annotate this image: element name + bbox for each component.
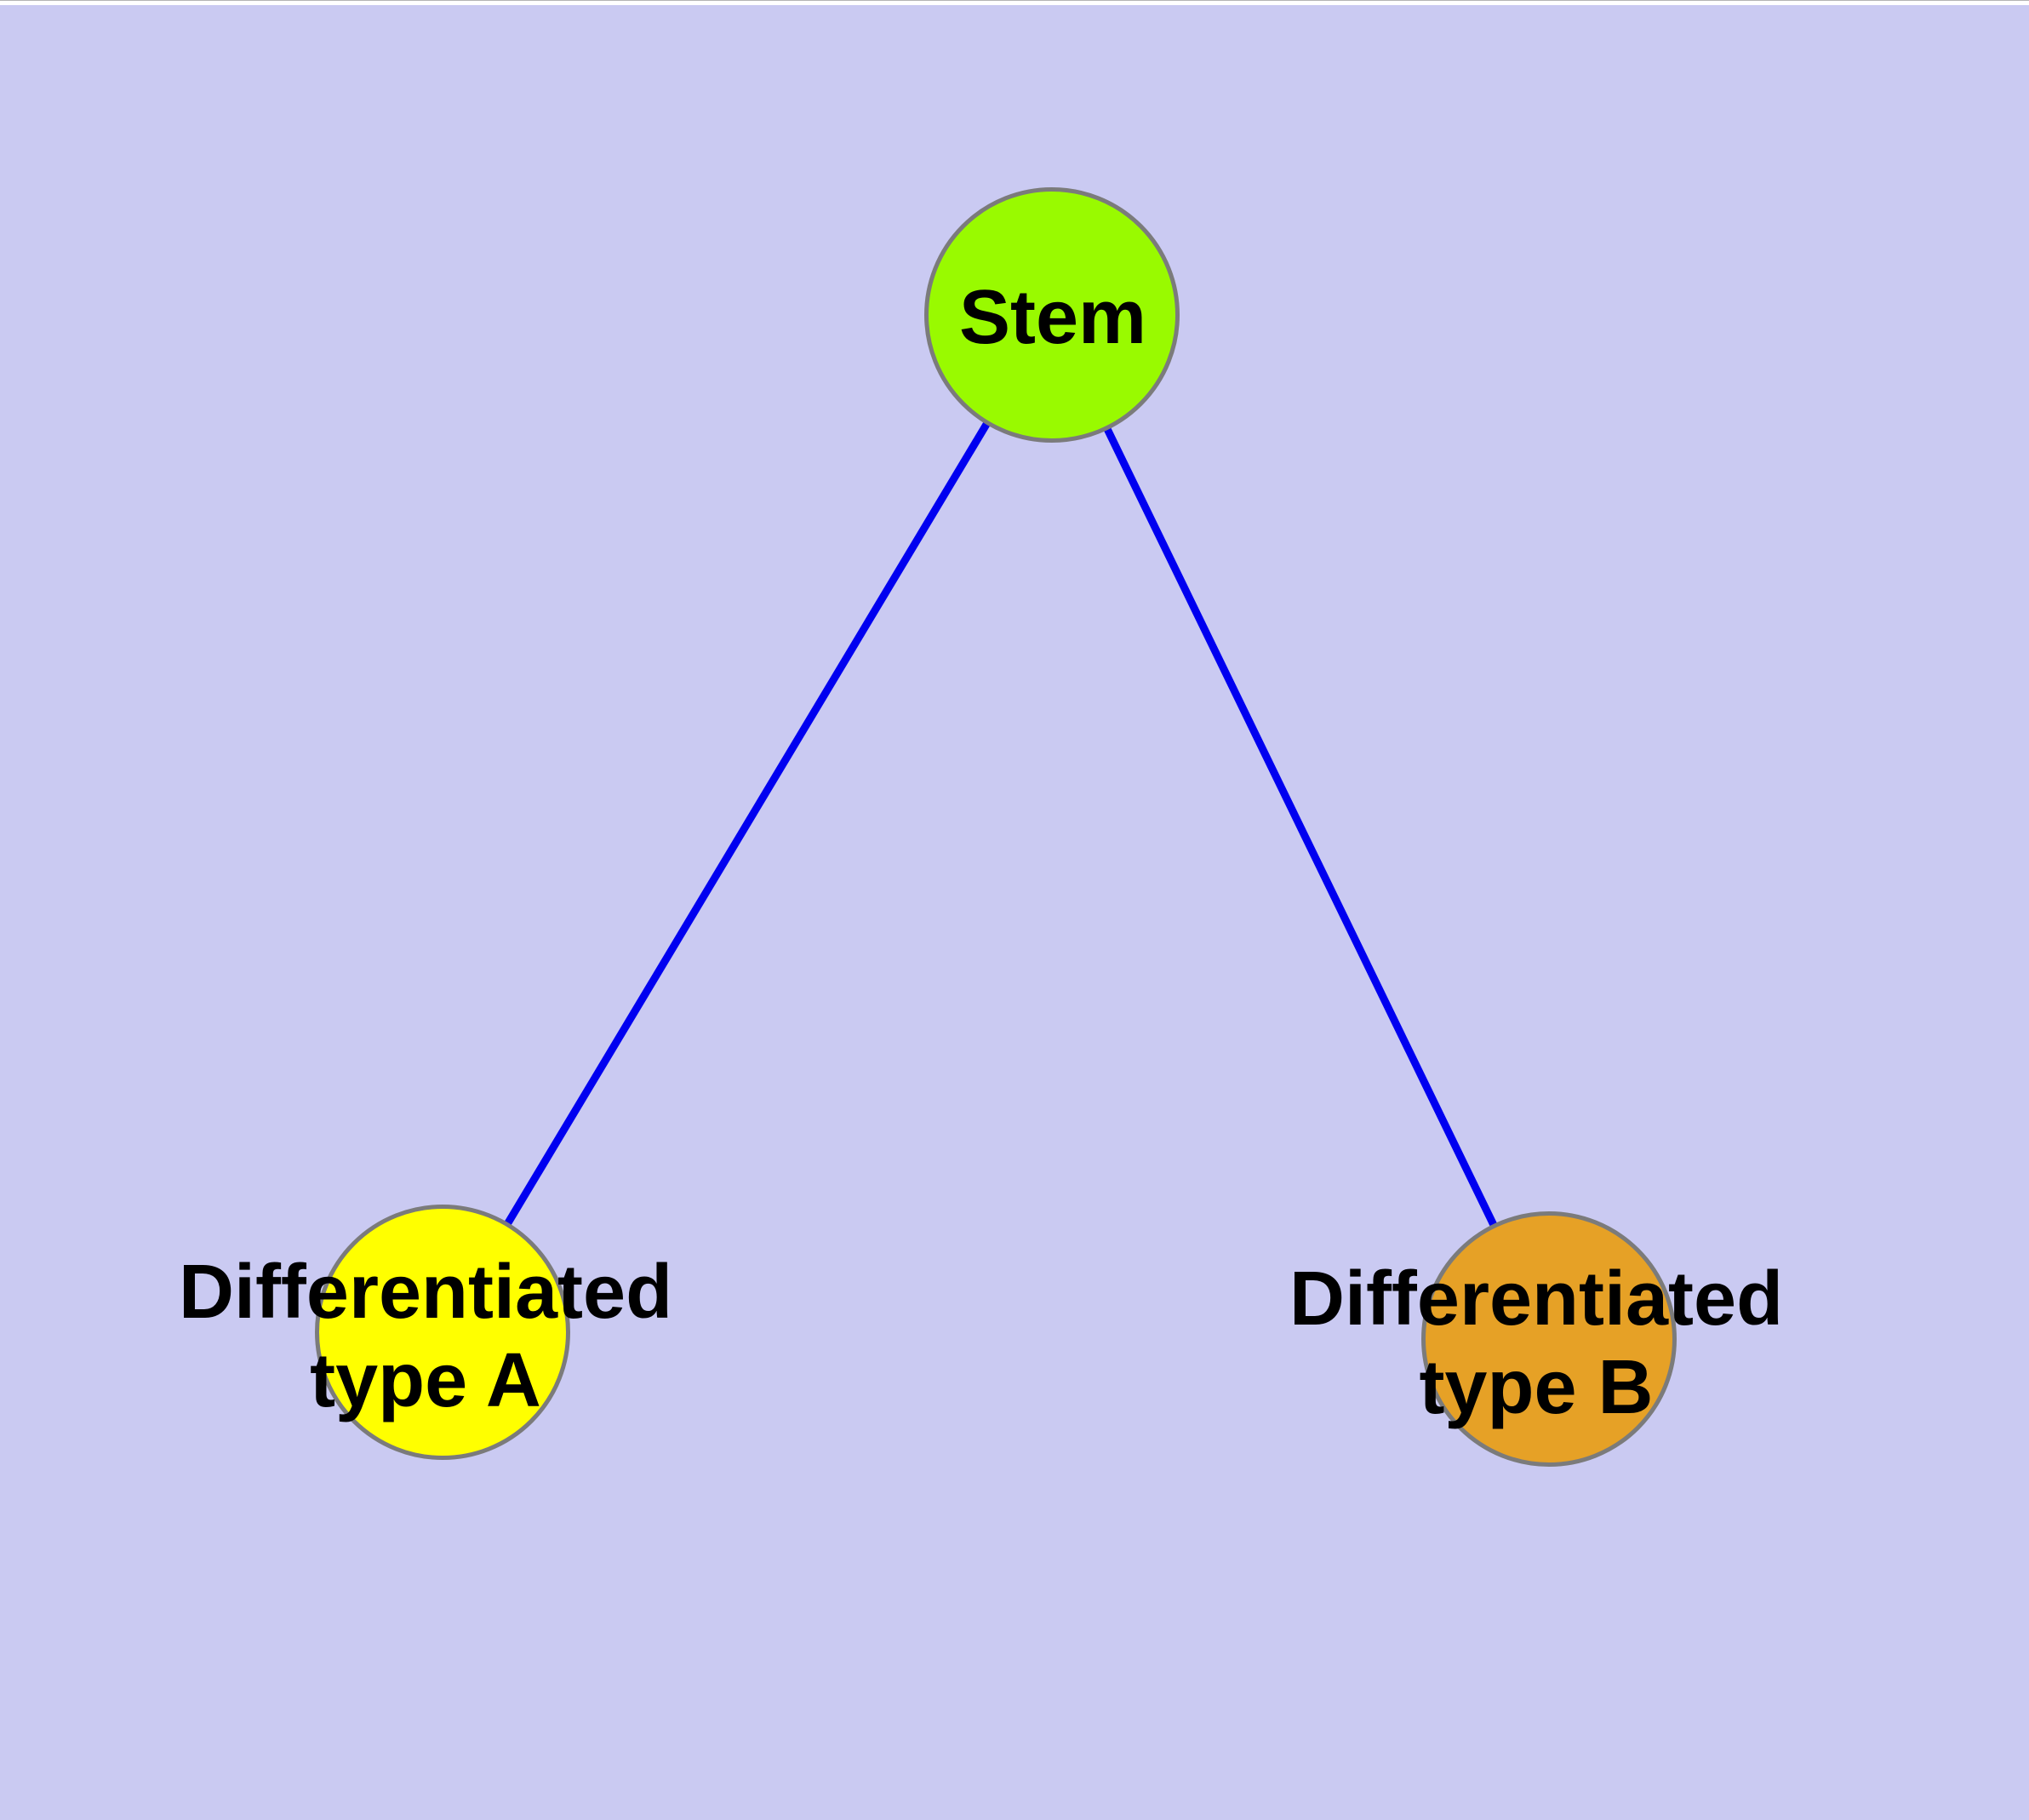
node-label-line: Differentiated	[1289, 1256, 1784, 1342]
node-label-line: Stem	[958, 275, 1147, 360]
edge-stem-to-type-b	[1048, 313, 1553, 1341]
node-differentiated-type-b[interactable]	[1421, 1211, 1677, 1467]
node-stem[interactable]	[924, 187, 1180, 443]
node-differentiated-type-a[interactable]	[315, 1205, 570, 1460]
node-label-line: type B	[1419, 1345, 1654, 1430]
node-label-stem: Stem	[959, 273, 1146, 362]
node-label-line: Differentiated	[178, 1250, 673, 1335]
node-label-differentiated-type-b: Differentiated type B	[1289, 1255, 1783, 1432]
window-top-edge	[0, 0, 2029, 5]
node-label-differentiated-type-a: Differentiated type A	[179, 1248, 672, 1425]
edge-stem-to-type-a	[439, 312, 1055, 1335]
node-label-line: type A	[310, 1338, 541, 1423]
